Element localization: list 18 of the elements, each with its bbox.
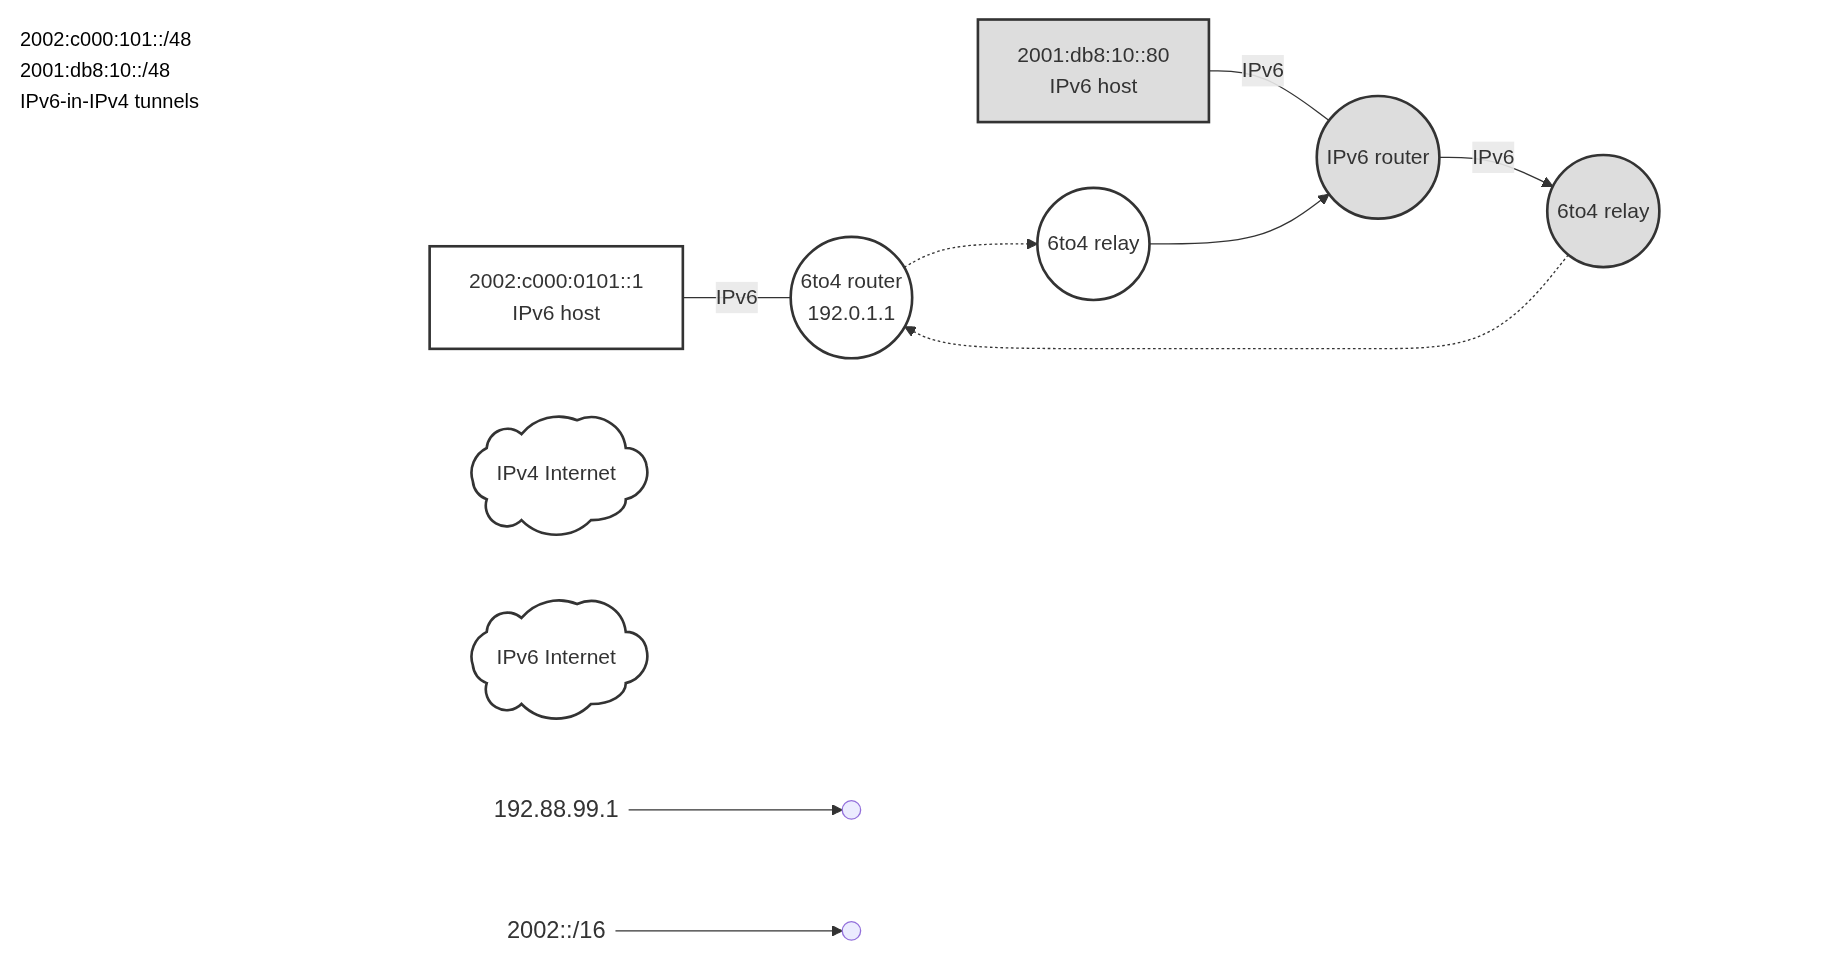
node-circle: 6to4 relay: [1036, 186, 1151, 302]
edge-label: IPv6: [1472, 145, 1515, 168]
node-box: 2001:db8:10::80 IPv6 host: [976, 18, 1211, 124]
address-label: IPv6-in-IPv4 tunnels: [20, 90, 200, 113]
node-box: 2002:c000:0101::1 IPv6 host: [428, 244, 685, 351]
address-label: 2001:db8:10::/48: [20, 59, 172, 82]
arrow: [904, 254, 1569, 350]
arrow: [614, 925, 843, 937]
node-circle: IPv6 router: [1315, 94, 1441, 220]
arrow: [903, 238, 1038, 268]
arrow: [627, 804, 843, 816]
node-text: 192.88.99.1: [493, 796, 619, 823]
node-circle: 6to4 relay: [1545, 153, 1661, 269]
node-circle: 6to4 router 192.0.1.1: [789, 235, 914, 360]
node-text: 2002::/16: [506, 917, 606, 944]
edge-label: IPv6: [1241, 58, 1284, 82]
address-label: 2002:c000:101::/48: [20, 28, 193, 51]
edge-label: IPv6: [715, 285, 758, 309]
